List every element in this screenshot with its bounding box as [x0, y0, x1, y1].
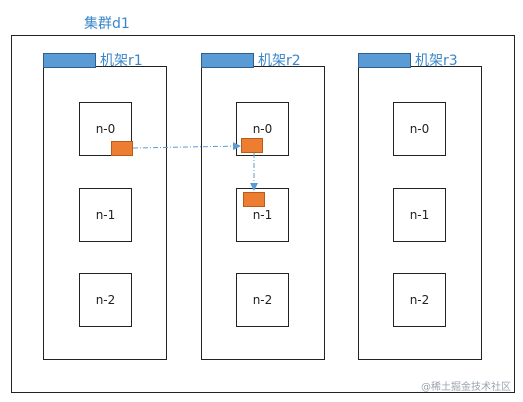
rack-r3-node-1: n-1 [393, 188, 446, 242]
data-block-r2-n1 [243, 192, 265, 207]
rack-r1-label: 机架r1 [100, 53, 143, 69]
rack-r1-node-2: n-2 [79, 273, 132, 327]
node-label: n-2 [409, 293, 430, 307]
rack-r1-tab [43, 53, 96, 68]
rack-r1-node-1: n-1 [79, 188, 132, 242]
data-block-r2-n0 [241, 138, 263, 153]
node-label: n-0 [409, 122, 430, 136]
cluster-title: 集群d1 [84, 16, 130, 32]
rack-r3-label: 机架r3 [415, 53, 458, 69]
node-label: n-0 [95, 122, 116, 136]
node-label: n-2 [95, 293, 116, 307]
rack-r2-tab [201, 53, 254, 68]
rack-r3-node-0: n-0 [393, 102, 446, 156]
rack-r3-node-2: n-2 [393, 273, 446, 327]
rack-r3-tab [358, 53, 411, 68]
node-label: n-1 [409, 208, 430, 222]
data-block-r1-n0 [111, 141, 133, 156]
node-label: n-1 [95, 208, 116, 222]
rack-r2-label: 机架r2 [258, 53, 301, 69]
cluster-d1-box [11, 35, 515, 393]
node-label: n-1 [252, 208, 273, 222]
watermark: @稀土掘金技术社区 [421, 382, 511, 393]
replica-arrow-r1-to-r2 [132, 142, 241, 151]
node-label: n-2 [252, 293, 273, 307]
rack-r2-node-2: n-2 [236, 273, 289, 327]
node-label: n-0 [252, 122, 273, 136]
